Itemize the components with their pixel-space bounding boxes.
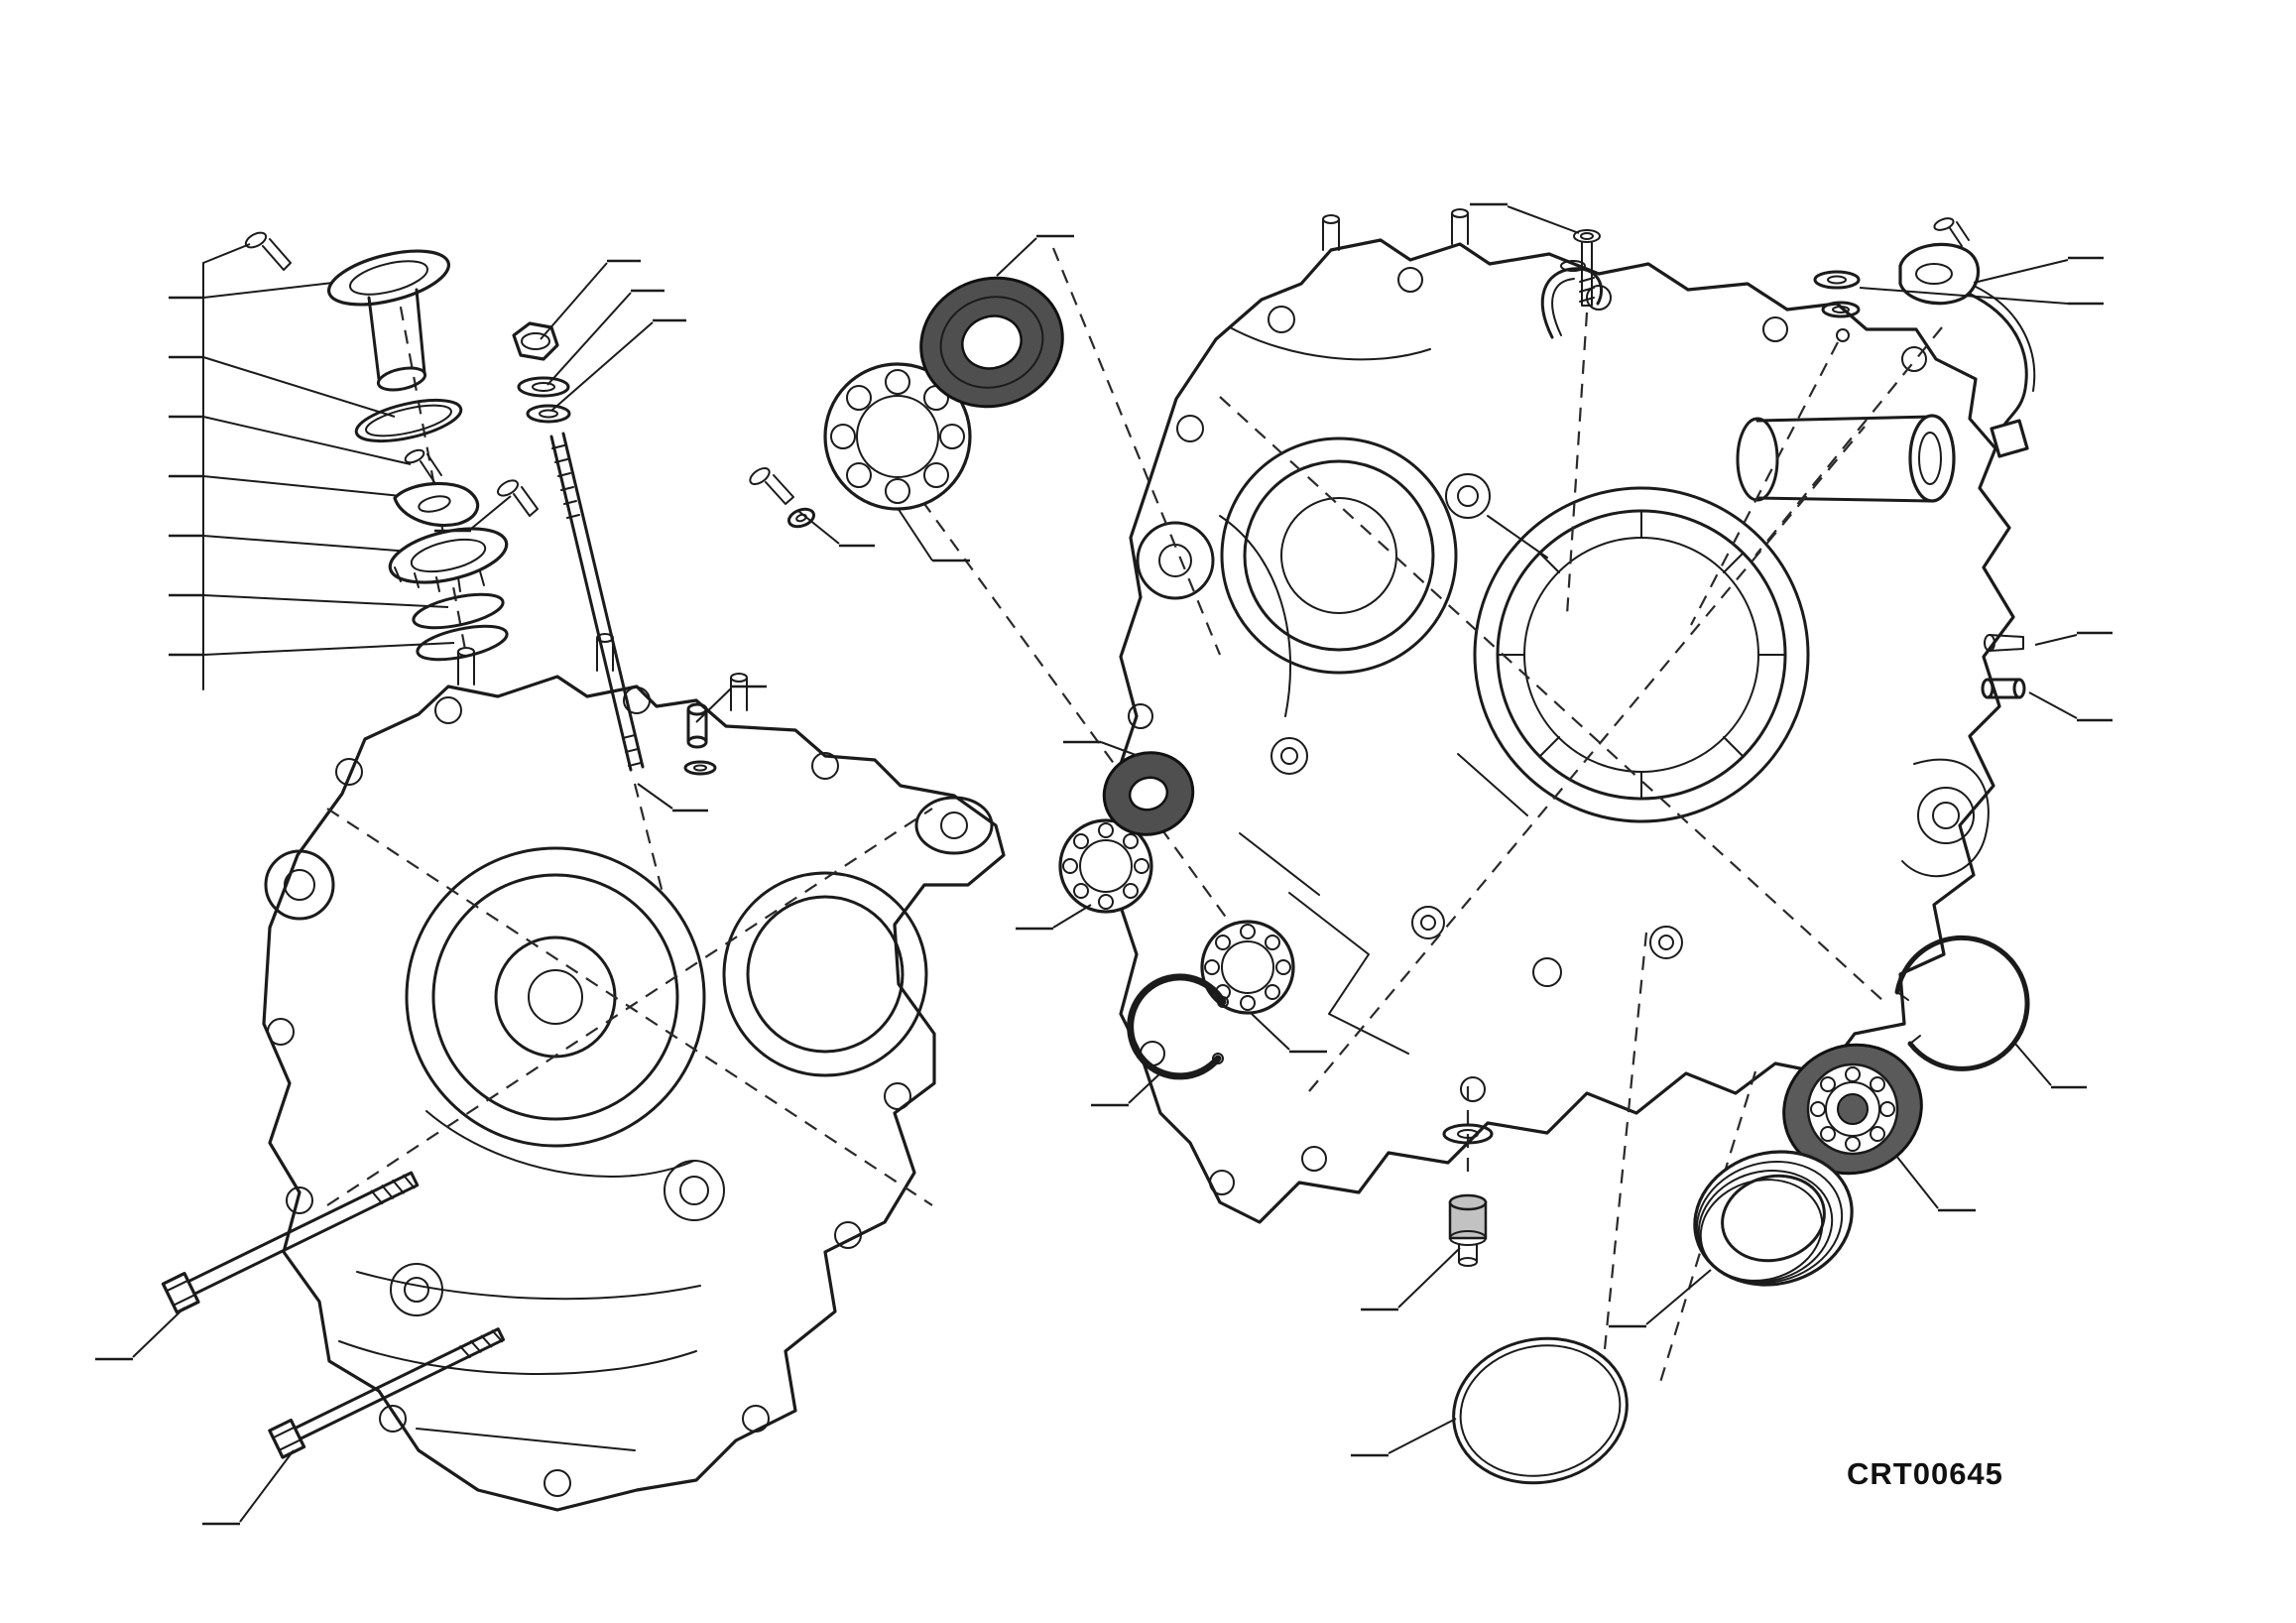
item-bracket [169, 243, 455, 690]
cylinder-stud [549, 432, 645, 772]
circlip-small [1127, 973, 1229, 1080]
oil-drain-plug [1448, 1193, 1488, 1267]
set-screw-right [1984, 634, 2024, 652]
union-o-ring [354, 398, 463, 443]
callout-leaders [95, 202, 2113, 1526]
ball-bearing-mid [1200, 920, 1295, 1015]
case-screw-short [497, 479, 539, 517]
crankcase-bolt-long [161, 1171, 420, 1314]
washer-lower [526, 404, 571, 424]
sealing-washer [1442, 1123, 1494, 1145]
breather-screw [244, 231, 292, 271]
washer-upper [517, 376, 570, 398]
diagram-code-label: CRT00645 [1847, 1456, 2003, 1491]
roller-bearing-large [823, 362, 972, 511]
main-bearing-right [1782, 1043, 1923, 1176]
threaded-ring-nut [1693, 1150, 1854, 1287]
crankshaft-seal-large [919, 276, 1064, 409]
assembly-axis-lines [326, 247, 1943, 1390]
valve-screw [404, 448, 442, 483]
o-ring-large [1452, 1336, 1629, 1485]
ring-nut [388, 527, 509, 592]
breather-valve-plate [393, 481, 480, 528]
ball-bearing-small [1058, 818, 1153, 914]
case-screw-top [1573, 229, 1601, 307]
breather-valve-cable [1898, 217, 2036, 458]
screw-with-washer [749, 467, 816, 529]
dowel-pin-right [1981, 678, 2026, 699]
circlip-large [1894, 935, 2030, 1071]
left-crankcase-half [262, 633, 1006, 1512]
crankcase-bolt-short [268, 1327, 506, 1459]
washer-stack-right [1813, 270, 1861, 342]
shaft-seal-small [1102, 751, 1195, 836]
dowel-pin-left [683, 702, 717, 776]
hose-guide-hook [1540, 260, 1603, 339]
oil-filler-union [326, 249, 451, 392]
o-ring-pair [412, 592, 509, 662]
right-crankcase-half [1115, 208, 2015, 1224]
